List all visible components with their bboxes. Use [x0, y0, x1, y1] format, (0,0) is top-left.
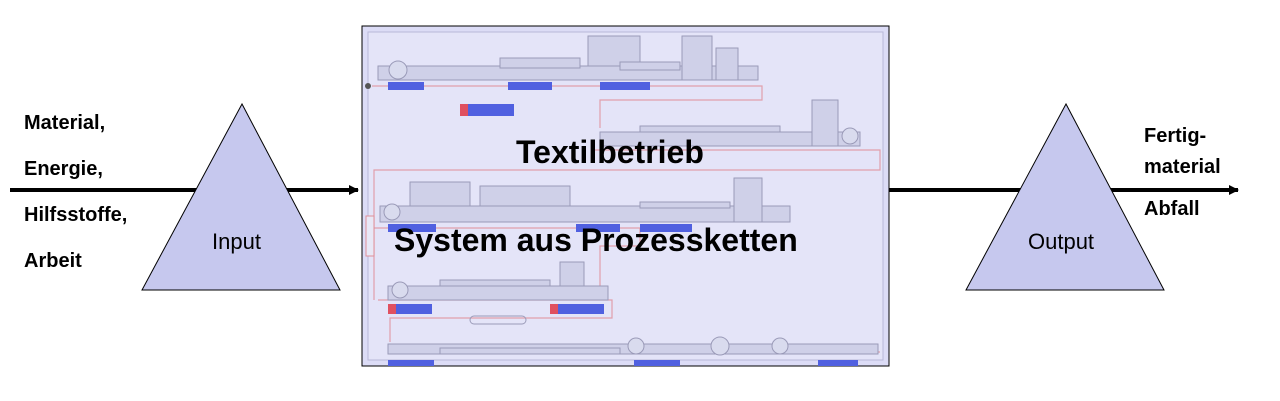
output-item-abfall: Abfall: [1144, 198, 1200, 220]
input-item-energie: Energie,: [24, 158, 103, 180]
machine-tag: [818, 360, 858, 366]
output-triangle: [965, 102, 1165, 291]
machine-tag: [365, 215, 375, 257]
input-item-material: Material,: [24, 112, 106, 134]
input-item-hilfsstoffe: Hilfsstoffe,: [24, 204, 128, 226]
machine-row-5: [387, 336, 879, 356]
output-item-fertig: Fertig-: [1144, 125, 1207, 147]
machine-tag: [634, 360, 680, 366]
machine-tag: [460, 104, 514, 116]
machine-tag: [388, 224, 436, 232]
machine-tag: [640, 224, 692, 232]
machine-tag: [388, 82, 424, 90]
machine-tag: [388, 360, 434, 366]
machine-tag: [550, 304, 604, 314]
machine-row-3: [379, 177, 791, 223]
machine-tag: [460, 104, 468, 116]
machine-tag: [388, 304, 396, 314]
system-title: Textilbetrieb: [516, 134, 704, 170]
output-item-material: material: [1144, 156, 1221, 178]
input-item-arbeit: Arbeit: [24, 250, 82, 272]
input-triangle: [141, 102, 341, 291]
process-chain-panel: [361, 25, 890, 367]
output-items: Fertig- material Abfall: [1144, 121, 1221, 225]
machine-row-4: [387, 261, 609, 301]
input-items: Material, Energie, Hilfsstoffe, Arbeit: [24, 100, 127, 284]
machine-tag: [600, 82, 650, 90]
system-subtitle: System aus Prozessketten: [394, 222, 798, 258]
output-triangle-label: Output: [1028, 229, 1095, 254]
machine-row-2: [599, 99, 861, 147]
input-triangle-label: Input: [212, 229, 261, 254]
machine-tag: [508, 82, 552, 90]
machine-row-1: [377, 35, 759, 81]
machine-tag: [388, 304, 432, 314]
machine-tag: [576, 224, 620, 232]
machine-tag: [550, 304, 558, 314]
